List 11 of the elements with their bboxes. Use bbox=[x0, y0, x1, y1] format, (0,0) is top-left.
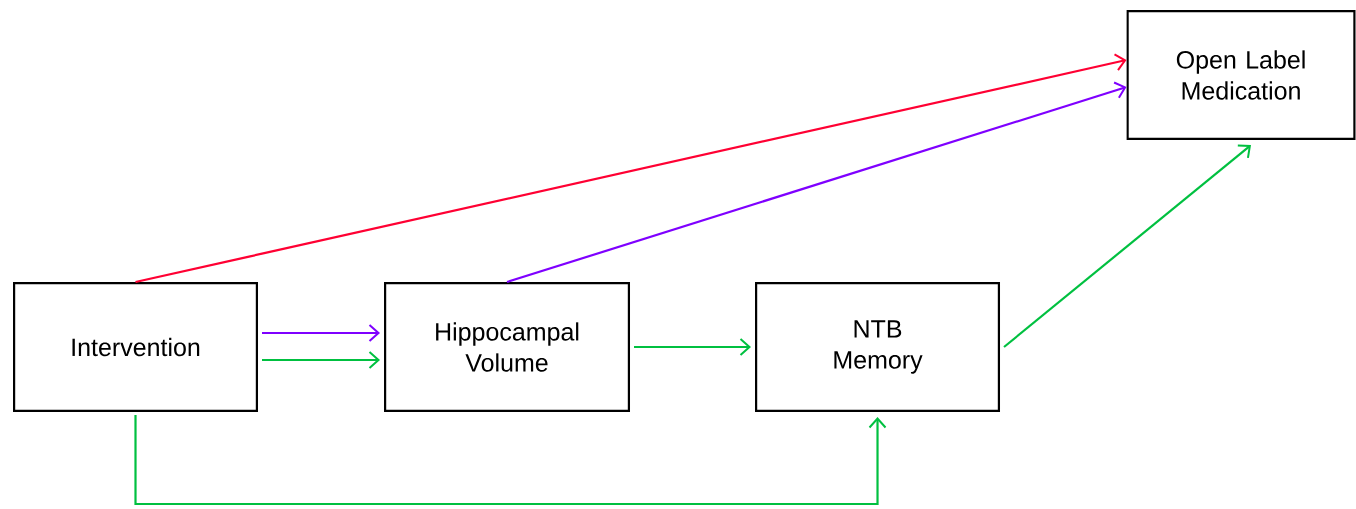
arrow bbox=[506, 81, 1127, 284]
arrow bbox=[262, 324, 380, 342]
process-box: Intervention bbox=[13, 282, 258, 412]
arrow bbox=[134, 415, 887, 506]
process-box: Open Label Medication bbox=[1126, 10, 1356, 140]
arrow bbox=[1003, 144, 1251, 348]
process-box: Hippocampal Volume bbox=[384, 282, 630, 412]
arrow bbox=[135, 53, 1127, 284]
arrow bbox=[262, 351, 380, 369]
process-box: NTB Memory bbox=[755, 282, 1000, 412]
arrow bbox=[634, 338, 751, 356]
